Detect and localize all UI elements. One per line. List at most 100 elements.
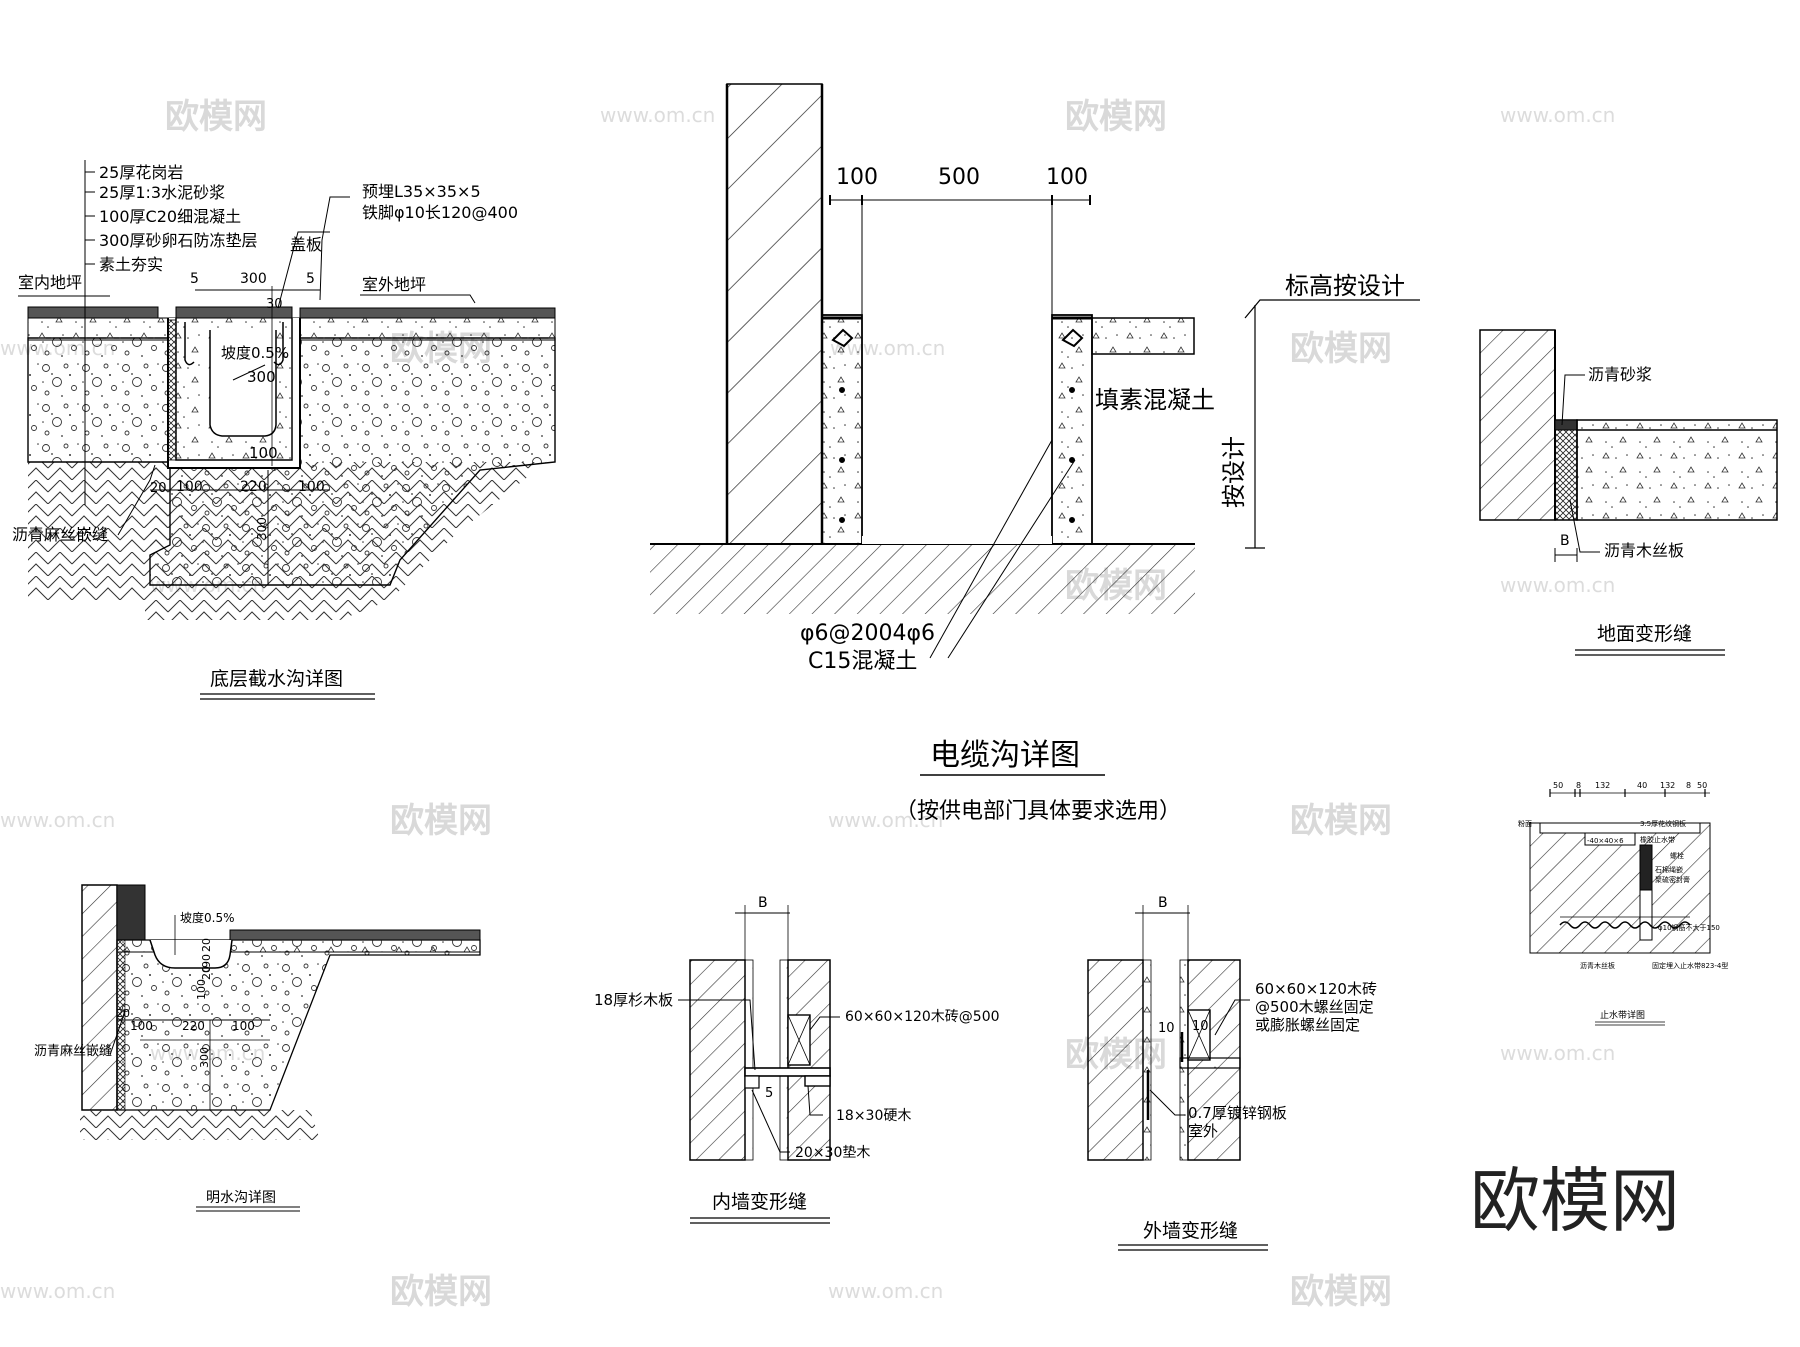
asphalt-mortar-label: 沥青砂浆 xyxy=(1588,365,1652,384)
detail-floor-expansion-joint xyxy=(1479,329,1778,562)
slope-label: 坡度0.5% xyxy=(180,910,235,925)
detail-floor-expansion-joint-labels: 沥青砂浆 沥青木丝板 B 地面变形缝 xyxy=(1560,365,1725,656)
joint-width-b: B xyxy=(1560,533,1570,549)
fir-board-label: 18厚杉木板 xyxy=(594,991,673,1009)
detail-title: 电缆沟详图 xyxy=(930,738,1080,773)
watermark-url: www.om.cn xyxy=(828,1279,943,1303)
layer-granite: 25厚花岗岩 xyxy=(99,163,183,182)
watermark-url: www.om.cn xyxy=(600,103,715,127)
dim-40: 40 xyxy=(1637,781,1647,790)
dim-90: 90 xyxy=(200,954,213,968)
slope-label: 坡度0.5% xyxy=(221,344,289,362)
layer-concrete: 100厚C20细混凝土 xyxy=(99,207,241,226)
detail-title: 内墙变形缝 xyxy=(712,1191,807,1213)
detail-gutter-ground-floor xyxy=(18,160,556,620)
dim-10-left: 10 xyxy=(1158,1021,1175,1036)
pad-wood-label: 20×30垫木 xyxy=(795,1145,870,1161)
detail-interior-wall-joint-labels: B 18厚杉木板 60×60×120木砖@500 5 18×30硬木 20×30… xyxy=(594,895,1000,1224)
joint-width-b: B xyxy=(1158,895,1168,911)
watermark-url: www.om.cn xyxy=(1500,573,1615,597)
dim-10-right: 10 xyxy=(1192,1019,1209,1034)
detail-title: 底层截水沟详图 xyxy=(210,668,343,690)
detail-cable-trench xyxy=(650,83,1420,659)
dim-5-right: 5 xyxy=(306,271,315,287)
detail-exterior-wall-joint-labels: B 60×60×120木砖 @500木螺丝固定 或膨胀螺丝固定 10 10 0.… xyxy=(1118,895,1377,1251)
layer-soil: 素土夯实 xyxy=(99,255,163,274)
watermark-url: www.om.cn xyxy=(0,1279,115,1303)
dim-220: 220 xyxy=(182,1019,205,1033)
detail-open-gutter xyxy=(80,884,481,1140)
joint-label: 沥青麻丝嵌缝 xyxy=(12,525,108,544)
detail-waterstop xyxy=(1529,789,1711,954)
dim-8-left: 8 xyxy=(1576,781,1581,790)
expansion-screw-label: 或膨胀螺丝固定 xyxy=(1255,1016,1360,1034)
elevation-label: 标高按设计 xyxy=(1285,272,1405,300)
dim-132-left: 132 xyxy=(1595,781,1610,790)
embed-foot-label: 铁脚φ10长120@400 xyxy=(362,203,518,222)
dim-30: 30 xyxy=(266,297,283,312)
dim-100-right: 100 xyxy=(232,1019,255,1033)
hardwood-label: 18×30硬木 xyxy=(836,1108,911,1124)
concrete-grade-label: C15混凝土 xyxy=(808,649,917,674)
watermark-brand: 欧模网 xyxy=(1290,329,1392,369)
asbestos-rope-label: 石棉绳嵌 xyxy=(1655,865,1683,874)
cover-plate-label: 盖板 xyxy=(290,235,322,254)
watermark-url: www.om.cn xyxy=(1500,103,1615,127)
embed-angle-label: 预埋L35×35×5 xyxy=(362,182,481,201)
watermark-brand: 欧模网 xyxy=(1290,1272,1392,1312)
asphalt-board-label: 沥青木丝板 xyxy=(1580,961,1615,970)
dim-100-vertical: 100 xyxy=(195,979,208,1000)
dim-300-inner: 300 xyxy=(247,368,276,386)
dim-100-left: 100 xyxy=(836,165,878,190)
layer-gravel: 300厚砂卵石防冻垫层 xyxy=(99,231,258,250)
dim-8-right: 8 xyxy=(1686,781,1691,790)
detail-interior-wall-joint xyxy=(678,905,840,1161)
watermark-brand: 欧模网 xyxy=(1065,97,1167,137)
dim-500: 500 xyxy=(938,165,980,190)
galvanized-steel-label: 0.7厚镀锌钢板 xyxy=(1188,1104,1287,1122)
indoor-floor-label: 室内地坪 xyxy=(18,273,82,292)
detail-exterior-wall-joint xyxy=(1087,905,1250,1161)
wood-brick-label: 60×60×120木砖 xyxy=(1255,980,1377,998)
outdoor-floor-label: 室外地坪 xyxy=(362,275,426,294)
watermark-brand: 欧模网 xyxy=(390,801,492,841)
detail-waterstop-labels: 50 8 132 40 132 8 50 3.5厚花纹钢板 粉面 橡胶止水带 -… xyxy=(1518,781,1728,1026)
rubber-waterstop-label: 橡胶止水带 xyxy=(1640,835,1675,844)
angle-steel-label: -40×40×6 xyxy=(1587,837,1624,845)
dim-300-vertical: 300 xyxy=(255,517,269,540)
joint-label: 沥青麻丝嵌缝 xyxy=(34,1044,112,1059)
wood-screw-label: @500木螺丝固定 xyxy=(1255,998,1374,1016)
rebar-spacing-label: φ10钢筋不大于150 xyxy=(1658,923,1720,932)
detail-title: 止水带详图 xyxy=(1600,1009,1645,1021)
detail-subtitle: （按供电部门具体要求选用） xyxy=(895,799,1181,824)
dim-100-bottom: 100 xyxy=(249,444,278,462)
rebar-label: φ6@2004φ6 xyxy=(800,621,935,646)
dim-132-right: 132 xyxy=(1660,781,1675,790)
wood-brick-label: 60×60×120木砖@500 xyxy=(845,1009,1000,1025)
detail-open-gutter-labels: 坡度0.5% 20 90 20 100 20 100 220 100 300 沥… xyxy=(34,910,300,1212)
detail-title: 明水沟详图 xyxy=(206,1190,276,1206)
dim-50-left: 50 xyxy=(1553,781,1563,790)
plaster-label: 粉面 xyxy=(1518,819,1532,828)
detail-gutter-ground-floor-labels: 25厚花岗岩 25厚1:3水泥砂浆 100厚C20细混凝土 300厚砂卵石防冻垫… xyxy=(12,163,518,700)
fixing-label: 固定埋入止水带823-4型 xyxy=(1652,961,1728,970)
detail-title: 外墙变形缝 xyxy=(1143,1220,1238,1242)
dim-20-mid: 20 xyxy=(200,966,213,980)
dim-50-right: 50 xyxy=(1697,781,1707,790)
watermark-brand: 欧模网 xyxy=(165,97,267,137)
dim-5-left: 5 xyxy=(190,271,199,287)
dim-300-top: 300 xyxy=(240,271,267,287)
detail-cable-trench-labels: 100 500 100 标高按设计 填素混凝土 按设计 φ6@2004φ6 C1… xyxy=(800,165,1405,824)
watermark-brand: 欧模网 xyxy=(390,1272,492,1312)
dim-100-right: 100 xyxy=(1046,165,1088,190)
brand-logo-text: 欧模网 xyxy=(1470,1160,1680,1242)
joint-width-b: B xyxy=(758,895,768,911)
dim-20-top: 20 xyxy=(200,938,213,952)
dim-100-left: 100 xyxy=(130,1019,153,1033)
dim-20: 20 xyxy=(116,1007,130,1020)
layer-mortar: 25厚1:3水泥砂浆 xyxy=(99,183,225,202)
dim-100-right: 100 xyxy=(298,479,325,495)
detail-title: 地面变形缝 xyxy=(1597,623,1692,645)
design-depth-label: 按设计 xyxy=(1220,436,1248,508)
